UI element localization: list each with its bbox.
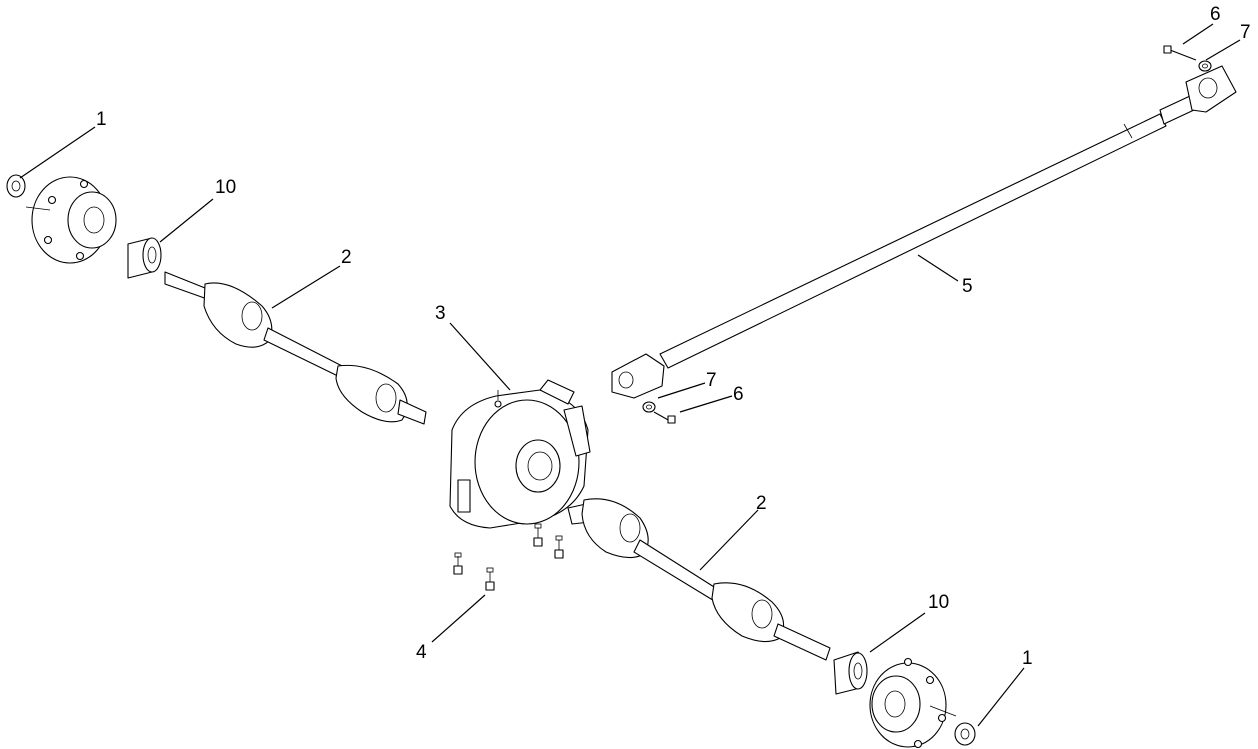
leader-lines xyxy=(19,23,1241,727)
callout-4: 4 xyxy=(416,642,427,663)
callout-2-right: 2 xyxy=(756,493,767,514)
callout-7-middle: 7 xyxy=(706,370,717,391)
callout-6-middle: 6 xyxy=(733,384,744,405)
bearing-left xyxy=(127,237,162,279)
callout-6-top: 6 xyxy=(1210,4,1221,25)
bolt xyxy=(533,523,543,547)
callout-3: 3 xyxy=(435,303,446,324)
callout-labels: 1 10 2 3 4 5 6 7 7 6 2 10 1 xyxy=(96,4,1251,669)
bolt xyxy=(554,535,564,559)
bolt-upper xyxy=(1163,45,1197,61)
bolt xyxy=(453,552,463,575)
prop-shaft xyxy=(611,65,1237,399)
callout-1-top-left: 1 xyxy=(96,109,107,130)
callout-5: 5 xyxy=(962,276,973,297)
callout-1-bottom-right: 1 xyxy=(1022,648,1033,669)
cv-axle-left xyxy=(164,271,427,425)
wheel-hub-right xyxy=(869,657,957,749)
front-differential xyxy=(449,379,591,529)
callout-7-top: 7 xyxy=(1240,22,1251,43)
mounting-bolts xyxy=(453,523,564,591)
bolt xyxy=(485,567,495,591)
cv-axle-right xyxy=(567,498,831,661)
callout-2-left: 2 xyxy=(341,247,352,268)
bearing-right xyxy=(833,651,868,695)
washer-lower xyxy=(642,401,656,413)
callout-10-top-left: 10 xyxy=(215,177,236,198)
wheel-hub-left xyxy=(25,176,117,264)
lug-nut-left xyxy=(6,174,26,198)
callout-10-bottom-right: 10 xyxy=(928,592,949,613)
bolt-lower xyxy=(653,411,676,424)
lug-nut-right xyxy=(954,722,976,746)
washer-upper xyxy=(1198,60,1212,72)
